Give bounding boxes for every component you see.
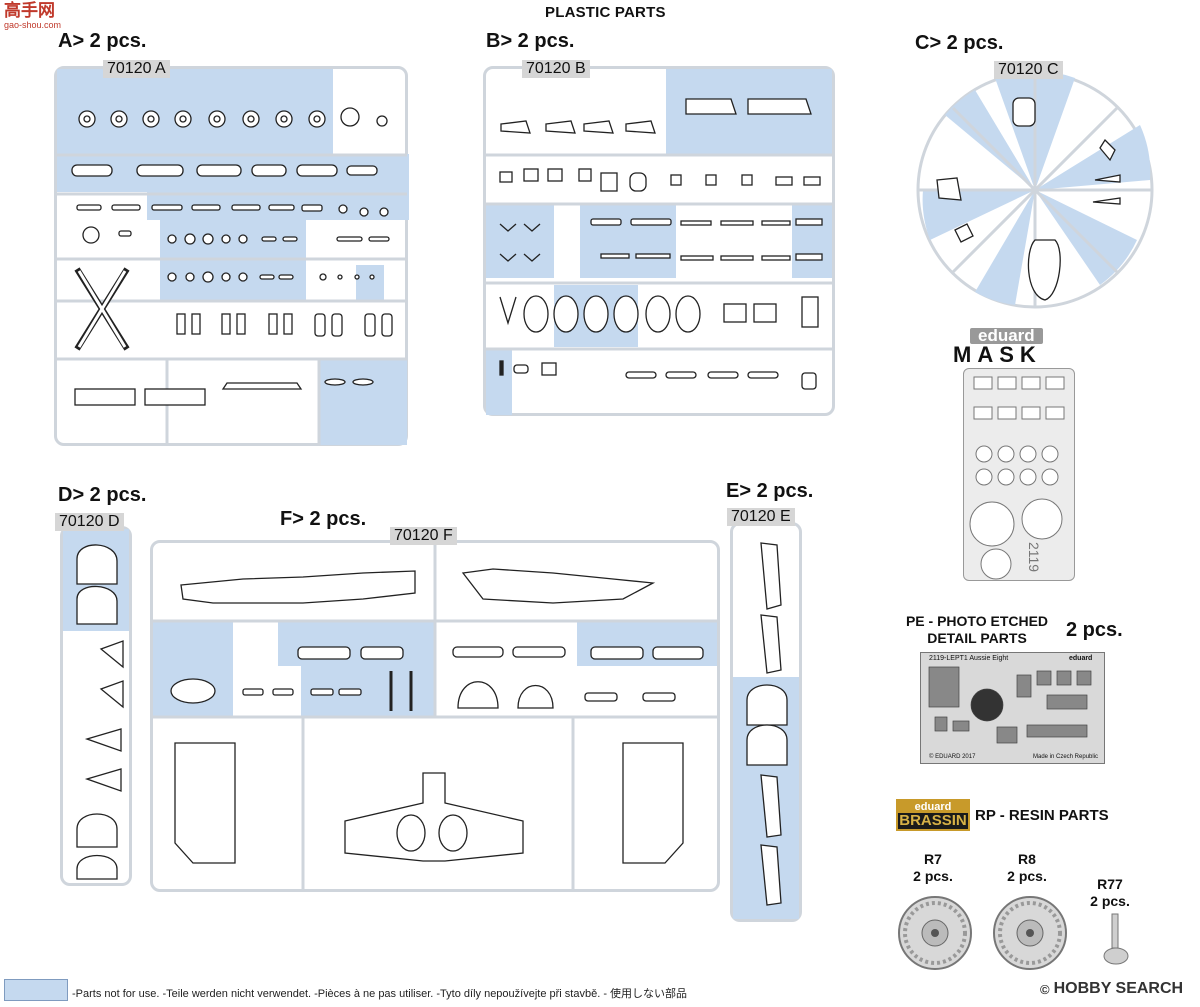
pe-title-line2: DETAIL PARTS — [927, 630, 1027, 646]
pe-fret-origin: Made in Czech Republic — [1033, 754, 1099, 760]
brassin-badge-top: eduard — [898, 801, 968, 813]
sprue-c-drawing — [916, 70, 1154, 309]
sprue-b-frame — [483, 66, 835, 416]
sprue-a-title: A> 2 pcs. — [58, 30, 147, 52]
sprue-b-title: B> 2 pcs. — [486, 30, 575, 52]
sprue-f-drawing — [153, 543, 717, 889]
sprue-c-code: 70120 C — [994, 61, 1063, 79]
sprue-b-unused-region — [486, 204, 554, 278]
hobby-search-watermark: © HOBBY SEARCH — [1040, 980, 1183, 998]
sprue-a-code: 70120 A — [103, 60, 170, 78]
copyright-mark: © — [1040, 981, 1050, 997]
sprue-a-frame — [54, 66, 409, 446]
sprue-e-code: 70120 E — [727, 508, 795, 526]
brassin-badge: eduard BRASSIN — [896, 799, 970, 831]
brassin-badge-bottom: BRASSIN — [899, 812, 967, 829]
resin-wheel-r8 — [993, 896, 1067, 970]
site-logo-text: 高手网 — [4, 1, 55, 20]
sprue-b-code: 70120 B — [522, 60, 590, 78]
sprue-b-unused-region — [792, 204, 832, 278]
pe-fret: 2119-LEPT1 Aussie Eight eduard © EDUARD … — [920, 652, 1105, 764]
sprue-f-code: 70120 F — [390, 527, 457, 545]
pe-fret-copyright: © EDUARD 2017 — [929, 754, 976, 760]
sprue-b-unused-region — [486, 349, 512, 415]
page-title: PLASTIC PARTS — [545, 4, 666, 21]
resin-item-r7-name: R7 — [924, 851, 942, 867]
sprue-a-unused-region — [319, 359, 407, 445]
sprue-b-drawing — [486, 98, 832, 390]
site-logo-url: gao-shou.com — [4, 20, 62, 30]
pe-count: 2 pcs. — [1066, 619, 1123, 641]
unused-parts-legend-text: -Parts not for use. -Teile werden nicht … — [72, 988, 688, 1000]
resin-item-r77-name: R77 — [1097, 876, 1123, 892]
resin-item-r8-name: R8 — [1018, 851, 1036, 867]
sprue-a-drawing — [57, 107, 407, 445]
pe-fret-brand: eduard — [1069, 655, 1093, 662]
watermark-text: HOBBY SEARCH — [1053, 980, 1184, 997]
sprue-d-title: D> 2 pcs. — [58, 484, 147, 506]
mask-sheet: 2119 — [963, 368, 1075, 581]
resin-title: RP - RESIN PARTS — [975, 807, 1109, 824]
resin-strut-r77 — [1103, 913, 1129, 965]
sprue-b-unused-region — [580, 204, 676, 278]
sprue-f-frame — [150, 540, 720, 892]
pe-fret-parts — [928, 666, 1092, 744]
sprue-a-unused-region — [356, 265, 384, 300]
sprue-f-title: F> 2 pcs. — [280, 508, 367, 530]
resin-item-r8-count: 2 pcs. — [1007, 868, 1047, 884]
mask-brand: eduard — [970, 327, 1043, 344]
pe-title-line1: PE - PHOTO ETCHED — [905, 613, 1049, 629]
sprue-d-code: 70120 D — [55, 513, 124, 531]
pe-fret-name: 2119-LEPT1 Aussie Eight — [929, 655, 1009, 662]
mask-number: 2119 — [1026, 541, 1043, 573]
resin-wheel-r7 — [898, 896, 972, 970]
mask-label: MASK — [953, 342, 1042, 367]
sprue-e-drawing — [746, 542, 788, 906]
sprue-c-title: C> 2 pcs. — [915, 32, 1004, 54]
sprue-d-drawing — [76, 544, 124, 880]
site-logo: 高手网 gao-shou.com — [4, 2, 74, 32]
mask-shapes — [969, 376, 1065, 580]
sprue-e-frame — [730, 522, 802, 922]
resin-item-r77-count: 2 pcs. — [1090, 893, 1130, 909]
resin-item-r7-count: 2 pcs. — [913, 868, 953, 884]
sprue-e-title: E> 2 pcs. — [726, 480, 814, 502]
sprue-d-frame — [60, 526, 132, 886]
unused-parts-legend-swatch — [4, 979, 68, 1001]
